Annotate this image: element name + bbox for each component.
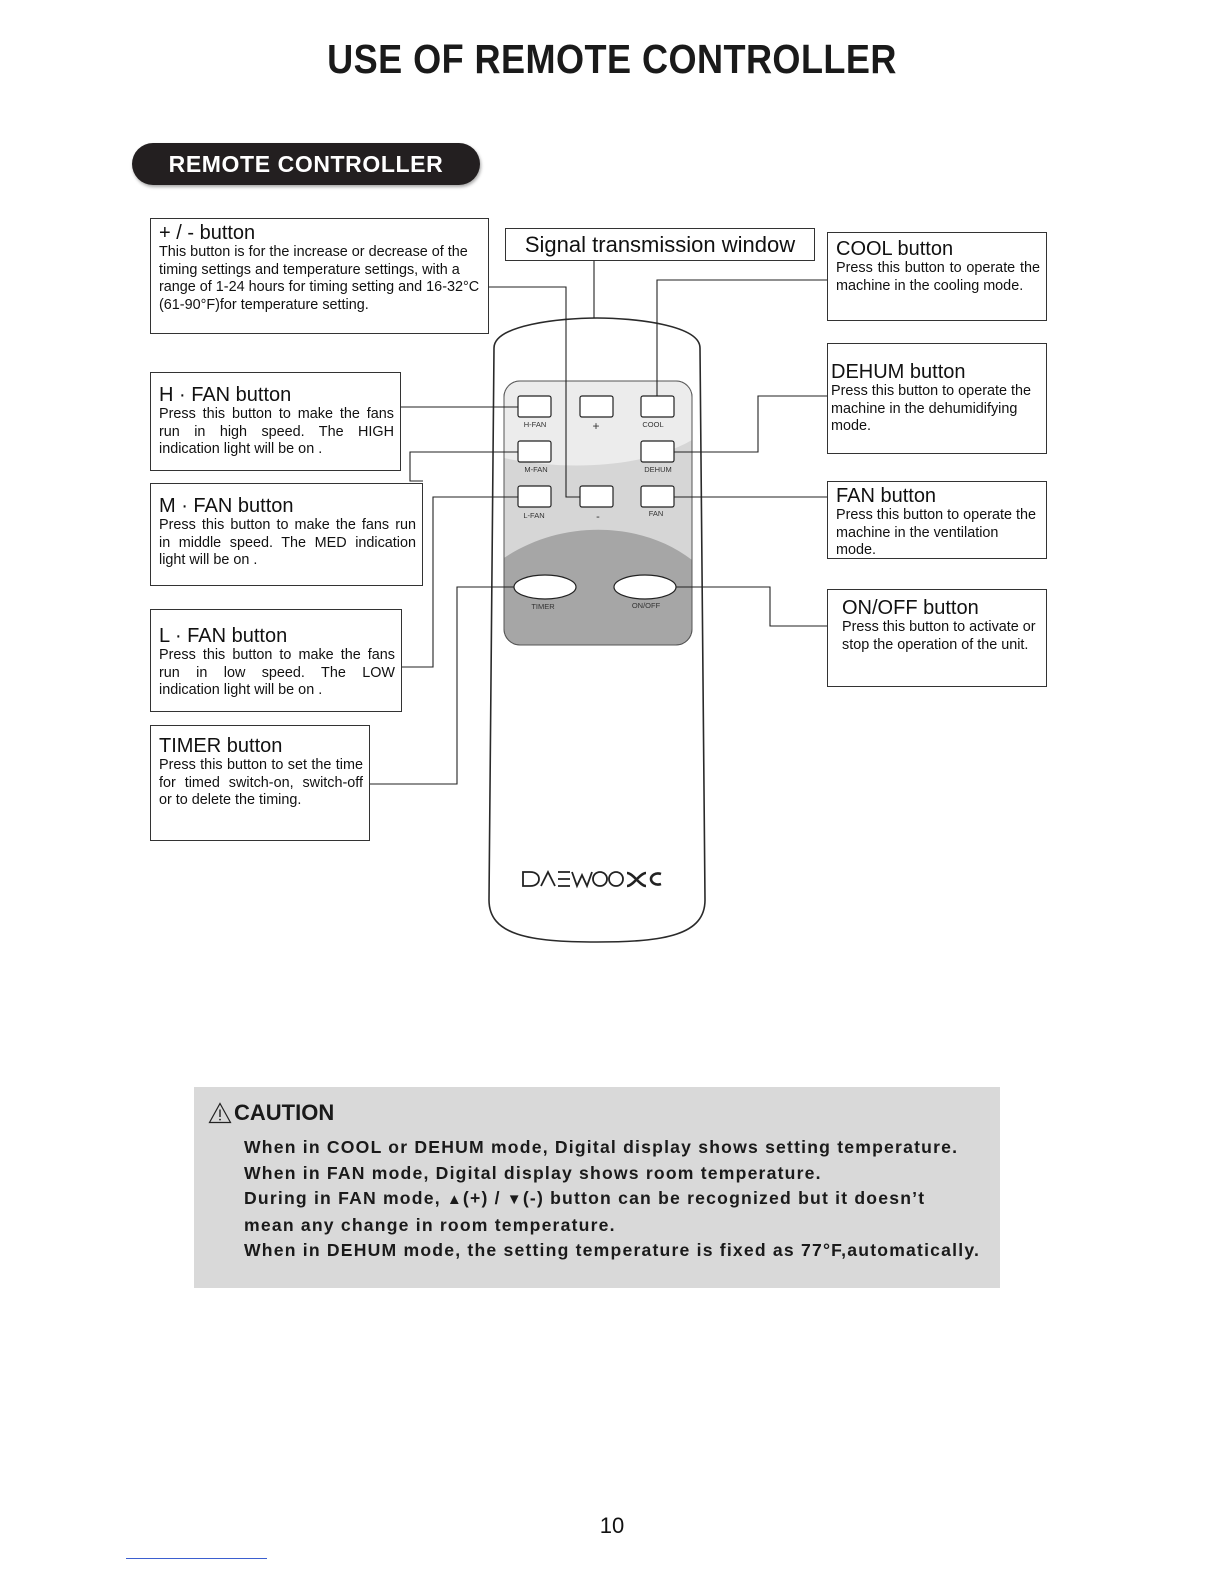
label-m-fan: M-FAN [524,465,547,474]
callout-fan: FAN button Press this button to operate … [827,481,1047,559]
caution-line-5: When in DEHUM mode, the setting temperat… [244,1240,981,1260]
remote-fan-button[interactable] [640,485,675,508]
caution-line-1: When in COOL or DEHUM mode, Digital disp… [244,1137,959,1157]
remote-plus-button[interactable] [579,395,614,418]
callout-title: + / - button [159,222,256,244]
caution-line-3-part-a: During in FAN mode, [244,1188,447,1208]
remote-onoff-button[interactable] [613,574,677,600]
label-fan: FAN [649,509,664,518]
caution-box: CAUTION When in COOL or DEHUM mode, Digi… [194,1087,1000,1288]
callout-desc: Press this button to make the fans run i… [159,517,416,568]
callout-desc: Press this button to set the time for ti… [159,757,363,808]
callout-cool: COOL button Press this button to operate… [827,232,1047,321]
caution-heading: CAUTION [208,1100,334,1126]
callout-plus-minus: + / - button This button is for the incr… [150,218,489,334]
callout-title: DEHUM button [831,361,966,383]
caution-heading-text: CAUTION [234,1100,335,1125]
callout-title: H · FAN button [159,384,292,406]
remote-timer-button[interactable] [513,574,577,600]
caution-text: When in COOL or DEHUM mode, Digital disp… [244,1135,984,1264]
label-plus: + [592,419,599,433]
callout-desc: This button is for the increase or decre… [159,244,480,313]
label-timer: TIMER [531,602,555,611]
section-heading: REMOTE CONTROLLER [132,143,480,185]
footer-rule [126,1558,267,1559]
caution-line-3-part-b: (+) / [462,1188,507,1208]
callout-desc: Press this button to operate the machine… [836,507,1036,558]
caution-line-2: When in FAN mode, Digital display shows … [244,1162,822,1183]
callout-desc: Press this button to make the fans run i… [159,647,395,698]
callout-title: FAN button [836,485,937,507]
label-dehum: DEHUM [644,465,672,474]
warning-icon [208,1102,232,1124]
remote-cool-button[interactable] [640,395,675,418]
callout-onoff: ON/OFF button Press this button to activ… [827,589,1047,687]
label-onoff: ON/OFF [632,601,661,610]
remote-h-fan-button[interactable] [517,395,552,418]
callout-dehum: DEHUM button Press this button to operat… [827,343,1047,454]
remote-l-fan-button[interactable] [517,485,552,508]
remote-minus-button[interactable] [579,485,614,508]
page-title: USE OF REMOTE CONTROLLER [327,36,897,82]
label-minus: - [596,511,600,523]
caution-line-3: During in FAN mode, ▲(+) / ▼(-) button c… [244,1186,984,1213]
callout-title: TIMER button [159,735,283,757]
callout-timer: TIMER button Press this button to set th… [150,725,370,841]
label-l-fan: L-FAN [523,511,544,520]
page-number: 10 [599,1513,625,1538]
label-cool: COOL [642,420,663,429]
callout-desc: Press this button to operate the machine… [831,383,1031,434]
caution-line-3-part-c: (-) button can be recognized but it does… [522,1188,926,1208]
callout-desc: Press this button to activate or stop th… [842,619,1036,653]
up-triangle-icon: ▲ [446,1191,463,1208]
callout-title: ON/OFF button [842,597,979,619]
callout-title: COOL button [836,238,954,260]
callout-m-fan: M · FAN button Press this button to make… [150,483,423,586]
remote-dehum-button[interactable] [640,440,675,463]
callout-l-fan: L · FAN button Press this button to make… [150,609,402,712]
label-h-fan: H-FAN [524,420,547,429]
callout-title: L · FAN button [159,625,288,647]
down-triangle-icon: ▼ [506,1191,523,1208]
callout-desc: Press this button to make the fans run i… [159,406,394,457]
callout-title: M · FAN button [159,495,294,517]
signal-window-label: Signal transmission window [505,228,815,261]
callout-desc: Press this button to operate the machine… [836,260,1040,294]
remote-m-fan-button[interactable] [517,440,552,463]
callout-h-fan: H · FAN button Press this button to make… [150,372,401,471]
caution-line-4: mean any change in room temperature. [244,1214,616,1235]
daewoo-logo [522,869,662,889]
